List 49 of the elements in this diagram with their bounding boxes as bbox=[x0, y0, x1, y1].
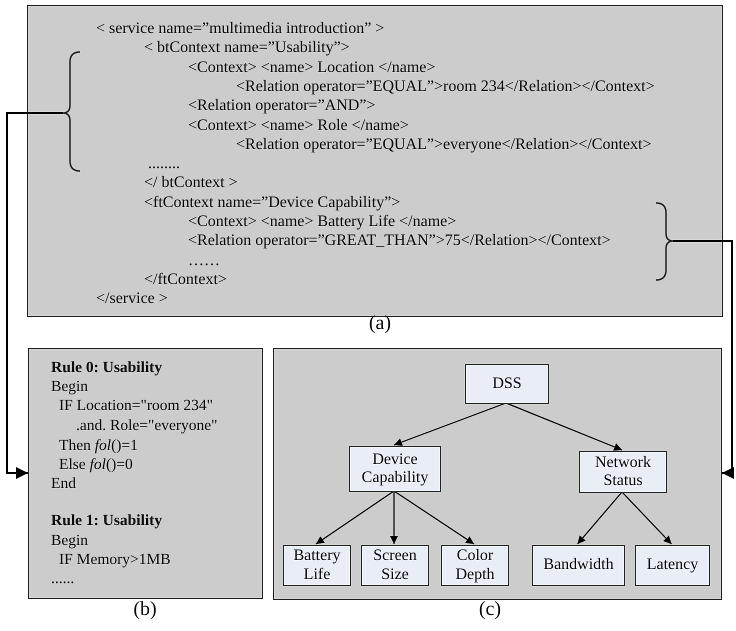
code-line: <ftContext name=”Device Capability”> bbox=[144, 194, 400, 211]
rule-line: IF Location="room 234" bbox=[59, 398, 213, 414]
tree-box: Color Depth bbox=[441, 545, 509, 586]
code-line: <Context> <name> Battery Life </name> bbox=[188, 214, 456, 230]
arrow bbox=[6, 112, 63, 479]
rule-line: Then fol()=1 bbox=[59, 438, 138, 454]
tree-box: Bandwidth bbox=[532, 545, 625, 586]
rule-line: Begin bbox=[51, 533, 88, 548]
code-line: </service > bbox=[96, 291, 168, 308]
tree-box: Screen Size bbox=[361, 545, 429, 586]
panel-caption: (a) bbox=[368, 312, 392, 335]
arrow bbox=[316, 490, 394, 544]
rule-line: Else fol()=0 bbox=[59, 457, 133, 472]
arrow bbox=[673, 240, 734, 479]
code-line: </ftContext> bbox=[144, 272, 227, 288]
rule-line: ...... bbox=[51, 571, 74, 586]
tree-box: Latency bbox=[635, 545, 710, 586]
arrow bbox=[577, 492, 622, 544]
arrow bbox=[506, 402, 622, 451]
rule-line: End bbox=[51, 476, 76, 492]
rule-line: IF Memory>1MB bbox=[59, 552, 171, 568]
arrow bbox=[622, 492, 672, 544]
panel-background bbox=[28, 348, 263, 599]
code-line: ........ bbox=[148, 156, 180, 172]
tree-box: Battery Life bbox=[283, 545, 351, 586]
code-line: < btContext name=”Usability”> bbox=[144, 40, 350, 56]
arrow bbox=[394, 402, 506, 446]
code-line: <Relation operator=”EQUAL”>everyone</Relation></Context> bbox=[236, 136, 652, 153]
code-line: …… bbox=[188, 252, 220, 269]
panel-caption: (c) bbox=[478, 598, 502, 621]
panel-background bbox=[27, 5, 723, 317]
code-line: <Relation operator=”EQUAL”>room 234</Relation></Context> bbox=[236, 78, 655, 95]
tree-box: DSS bbox=[465, 364, 549, 404]
tree-box: Network Status bbox=[579, 451, 667, 493]
code-line: <Relation operator=”AND”> bbox=[188, 98, 376, 114]
code-line: <Relation operator=”GREAT_THAN”>75</Relation></Context> bbox=[188, 233, 611, 250]
panel-caption: (b) bbox=[133, 598, 157, 621]
code-line: <Context> <name> Location </name> bbox=[188, 60, 436, 76]
rule-line: Begin bbox=[51, 379, 88, 394]
rule-heading: Rule 1: Usability bbox=[51, 513, 162, 528]
arrow bbox=[390, 491, 398, 544]
rule-line: .and. Role="everyone" bbox=[76, 418, 218, 434]
code-line: <Context> <name> Role </name> bbox=[188, 118, 409, 134]
arrow bbox=[394, 490, 474, 544]
code-line: </ btContext > bbox=[144, 175, 238, 192]
code-line: < service name=”multimedia introduction” > bbox=[96, 21, 384, 37]
tree-box: Device Capability bbox=[349, 446, 441, 492]
rule-heading: Rule 0: Usability bbox=[51, 360, 162, 376]
panel-background bbox=[273, 348, 722, 600]
